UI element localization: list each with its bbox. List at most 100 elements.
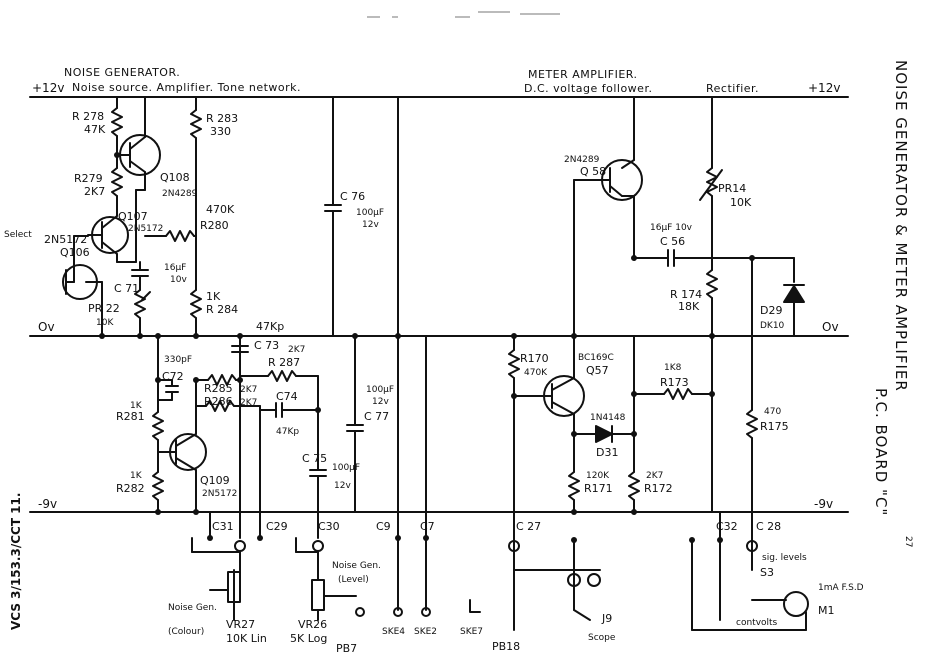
label-q106-type: 2N5172 [44,233,87,246]
meter-wiring [508,96,805,513]
noise-generator-wiring [65,96,427,513]
label-q108: Q108 [160,171,190,184]
label-c77: C 77 [364,410,389,423]
rail-pos-left: +12v [32,81,64,95]
label-r285: R285 [204,382,233,395]
label-c28: C 28 [756,520,781,533]
label-contvolts: contvolts [736,618,778,628]
label-d29-type: DK10 [760,321,785,331]
label-c71: C 71 [114,282,139,295]
label-r283: R 283 [206,112,238,125]
transistor-bodies [62,134,643,471]
label-q57-type: BC169C [578,353,614,363]
label-c71-value2: 10v [170,275,187,285]
rail-zero-left: Ov [38,320,55,334]
label-r170: R170 [520,352,549,365]
label-m1: M1 [818,604,835,617]
noise-labels: R 278 47K R279 2K7 R 283 330 Q108 2N4289… [4,110,394,499]
label-r278-value: 47K [84,123,106,136]
label-r174: R 174 [670,288,702,301]
label-ng-level2: (Level) [338,575,369,585]
label-pb7: PB7 [336,642,357,655]
label-r282-value: 1K [130,471,143,481]
label-r284: R 284 [206,303,238,316]
label-vr27: VR27 [226,618,255,631]
label-c27: C 27 [516,520,541,533]
label-c9: C9 [376,520,391,533]
connector-labels: C31 C29 C30 C9 C7 C 27 C32 C 28 Noise Ge… [168,520,864,655]
label-c72: C72 [162,370,184,383]
label-c77-value2: 12v [372,397,389,407]
rail-neg-left: -9v [38,497,57,511]
label-r173: R173 [660,376,689,389]
label-q58: Q 58 [580,165,606,178]
label-vr26: VR26 [298,618,327,631]
label-r170-value: 470K [524,368,548,378]
label-r279-value: 2K7 [84,185,105,198]
section-meter: METER AMPLIFIER. [528,68,638,81]
label-c74-value: 47Kp [276,427,299,437]
meter-junctions [511,255,755,515]
label-sig-levels: sig. levels [762,553,807,563]
label-q109: Q109 [200,474,230,487]
label-ng-colour2: (Colour) [168,627,204,637]
label-q108-type: 2N4289 [162,189,198,199]
connector-wiring [191,511,807,631]
label-vr26-value: 5K Log [290,632,327,645]
label-r281: R281 [116,410,145,423]
label-r280-value: 470K [206,203,235,216]
label-pr22: PR 22 [88,302,120,315]
label-c75: C 75 [302,452,327,465]
noise-junctions [99,152,401,515]
label-c30: C30 [318,520,340,533]
label-r172-value: 2K7 [646,471,663,481]
label-r174-value: 18K [678,300,700,313]
label-ske2: SKE2 [414,627,437,637]
rail-neg-right: -9v [814,497,833,511]
label-c76-value2: 12v [362,220,379,230]
label-j9: J9 [601,612,612,625]
diagram-subtitle: P.C. BOARD "C" [872,388,890,516]
label-c31: C31 [212,520,234,533]
label-r283-value: 330 [210,125,231,138]
label-r286: R286 [204,395,233,408]
label-ng-colour1: Noise Gen. [168,603,217,613]
label-c71-value1: 16µF [164,263,186,273]
label-c77-value1: 100µF [366,385,394,395]
label-r287: R 287 [268,356,300,369]
label-c76: C 76 [340,190,365,203]
label-q57: Q57 [586,364,609,377]
label-r175-value: 470 [764,407,781,417]
header-stamp [367,11,560,18]
label-r287-value: 2K7 [288,345,305,355]
section-rect: Rectifier. [706,82,759,95]
rail-zero-right: Ov [822,320,839,334]
label-c74: C74 [276,390,298,403]
label-r279: R279 [74,172,103,185]
label-pr22-value: 10K [96,318,114,328]
label-c75-value2: 12v [334,481,351,491]
label-c56-value: 16µF 10v [650,223,693,233]
label-ske7: SKE7 [460,627,483,637]
section-meter-sub: D.C. voltage follower. [524,82,652,95]
label-d31-type: 1N4148 [590,413,626,423]
title-block: NOISE GENERATOR & METER AMPLIFIER P.C. B… [872,60,913,547]
label-d31: D31 [596,446,618,459]
label-r286-value: 2K7 [240,398,257,408]
connector-pins [207,535,809,617]
diagram-title: NOISE GENERATOR & METER AMPLIFIER [892,60,910,392]
rails [29,96,849,513]
label-c73-value: 47Kp [256,320,284,333]
label-d29: D29 [760,304,782,317]
label-c32: C32 [716,520,738,533]
label-r280: R280 [200,219,229,232]
label-s3: S3 [760,566,774,579]
label-r171: R171 [584,482,613,495]
label-q106: Q106 [60,246,90,259]
label-select: Select [4,230,32,240]
label-c56: C 56 [660,235,685,248]
label-r282: R282 [116,482,145,495]
label-r278: R 278 [72,110,104,123]
label-r284-value: 1K [206,290,221,303]
